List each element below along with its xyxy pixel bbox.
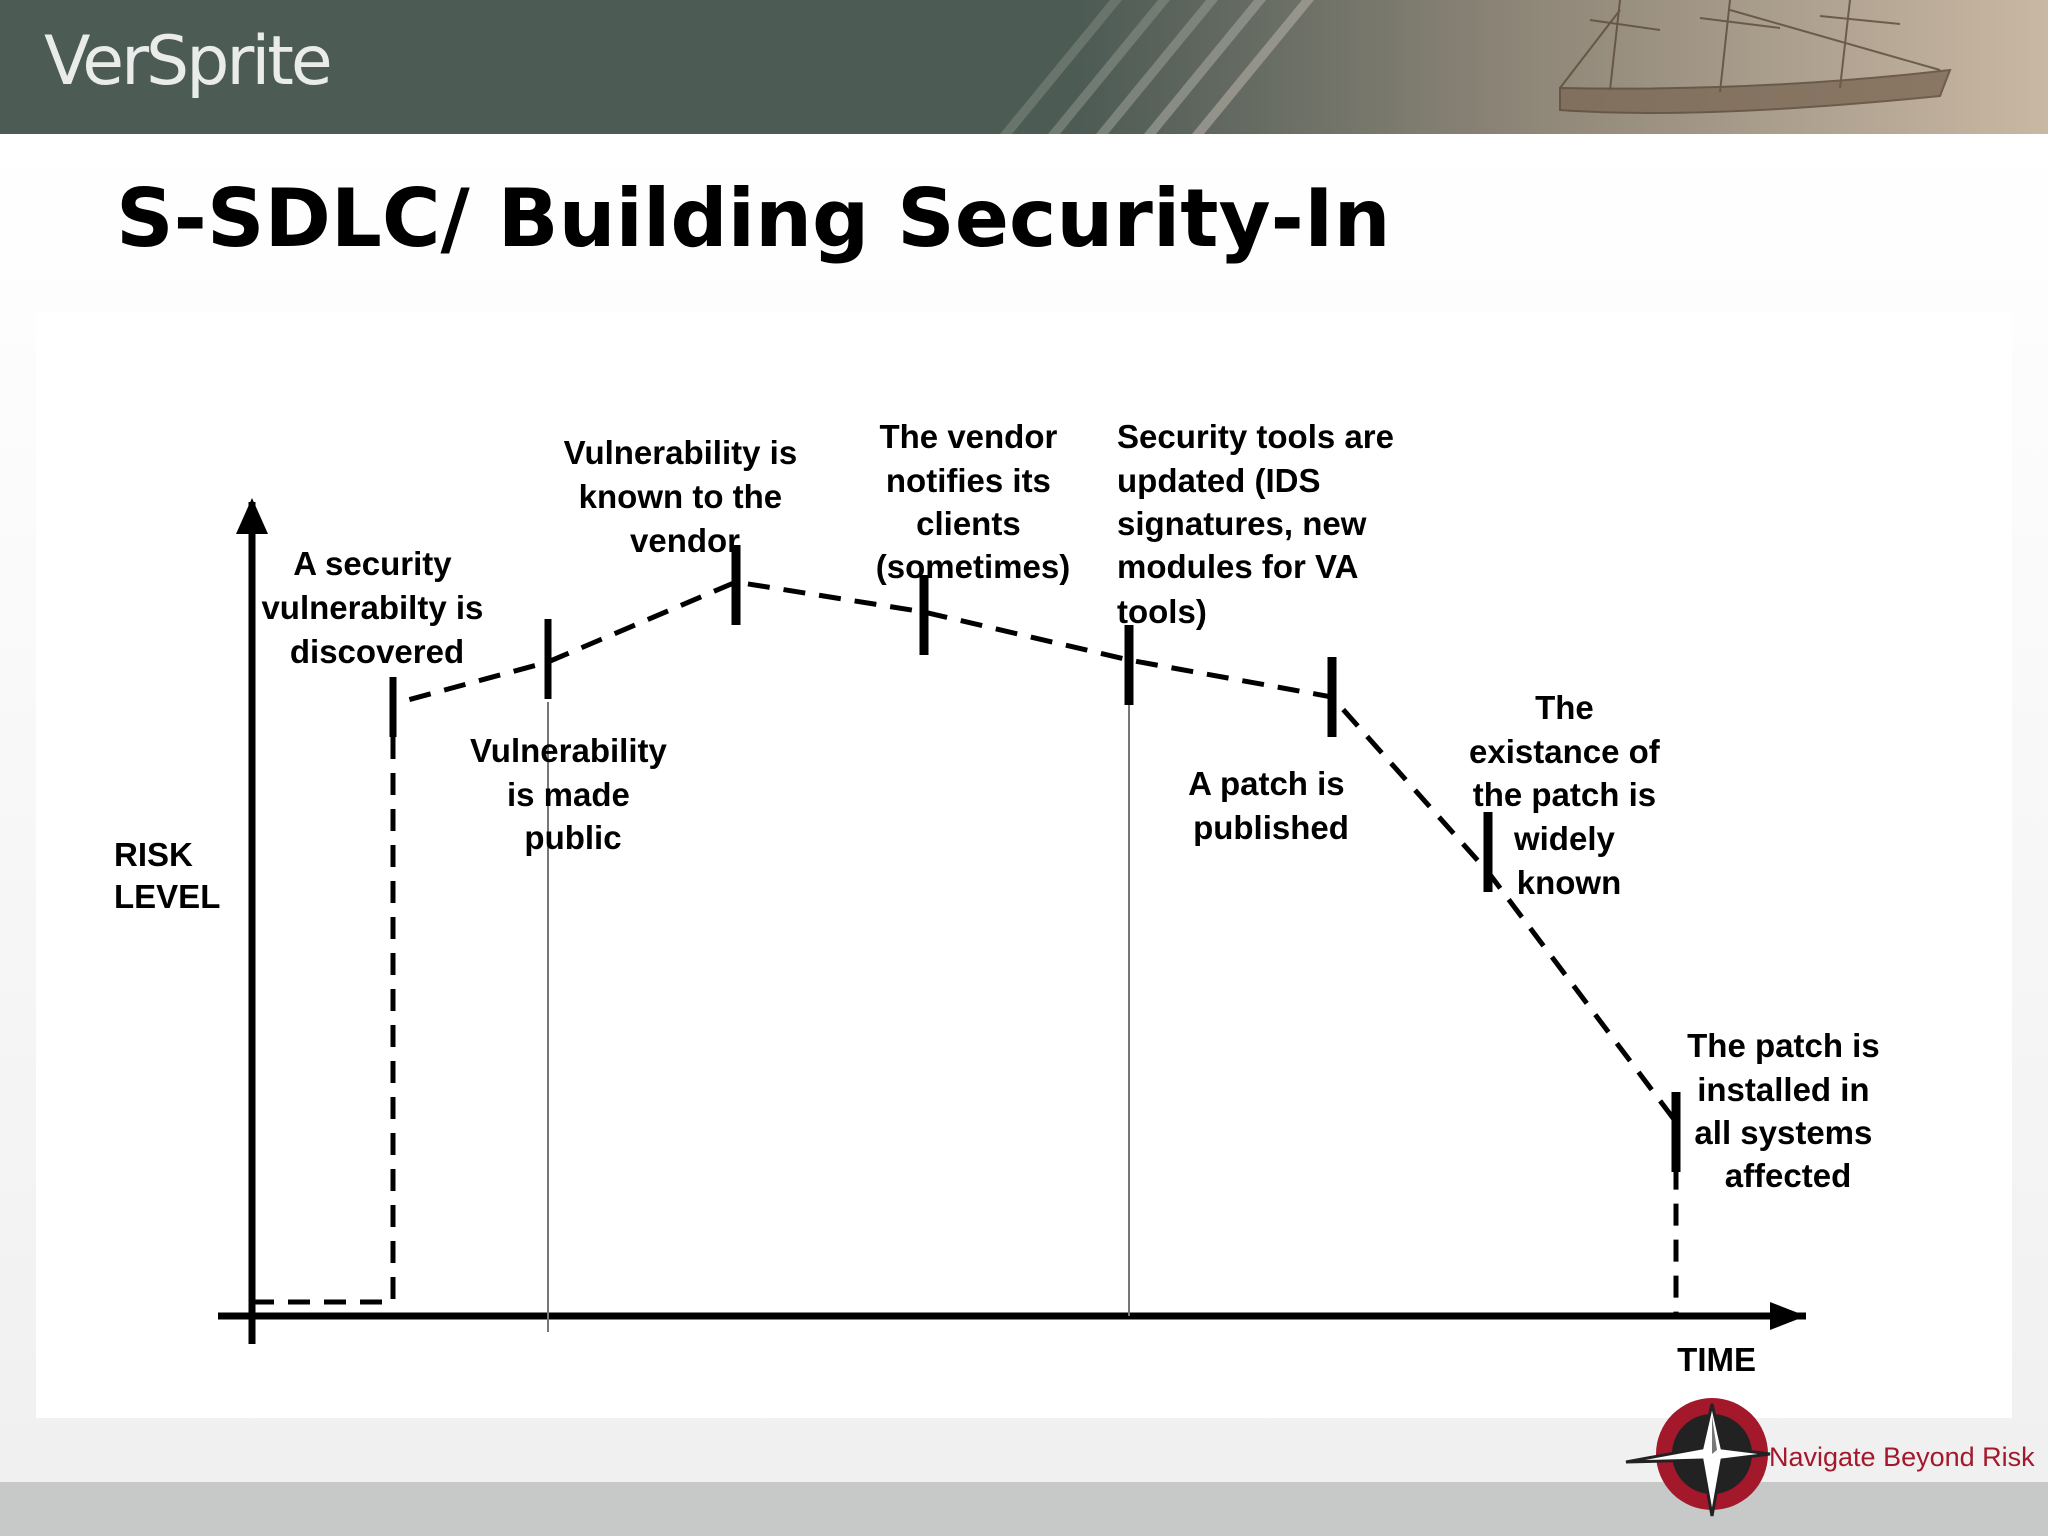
slide-header: VerSprite [0,0,2048,134]
footer-tagline: Navigate Beyond Risk [1769,1442,2035,1472]
risk-timeline-diagram: RISK LEVEL TIME A security vulnerabilty … [36,312,2012,1418]
event-label-known-vendor: Vulnerability is known to the vendor [564,434,807,559]
risk-curve [252,579,1679,1316]
slide-title: S-SDLC/ Building Security-In [116,172,1391,265]
header-stripes [1000,0,2048,134]
event-label-tools-updated: Security tools are updated (IDS signatur… [1117,418,1403,630]
x-axis-arrow-icon [1770,1302,1806,1330]
event-label-patch-known: The existance of the patch is widely kno… [1469,689,1669,901]
risk-level-label: RISK LEVEL [114,836,220,915]
diagram-canvas: RISK LEVEL TIME A security vulnerabilty … [114,418,1889,1378]
event-label-discovered: A security vulnerabilty is discovered [261,545,492,670]
time-label: TIME [1677,1341,1756,1378]
compass-logo-icon [1625,1398,1771,1517]
event-label-made-public: Vulnerability is made public [470,732,676,856]
y-axis-arrow-icon [236,498,268,534]
event-label-vendor-notifies: The vendor notifies its clients (sometim… [876,418,1070,585]
ship-illustration [1559,0,1952,114]
event-label-patch-installed: The patch is installed in all systems af… [1687,1027,1889,1194]
versprite-logo: VerSprite [44,22,333,101]
event-label-patch-published: A patch is published [1188,765,1354,846]
